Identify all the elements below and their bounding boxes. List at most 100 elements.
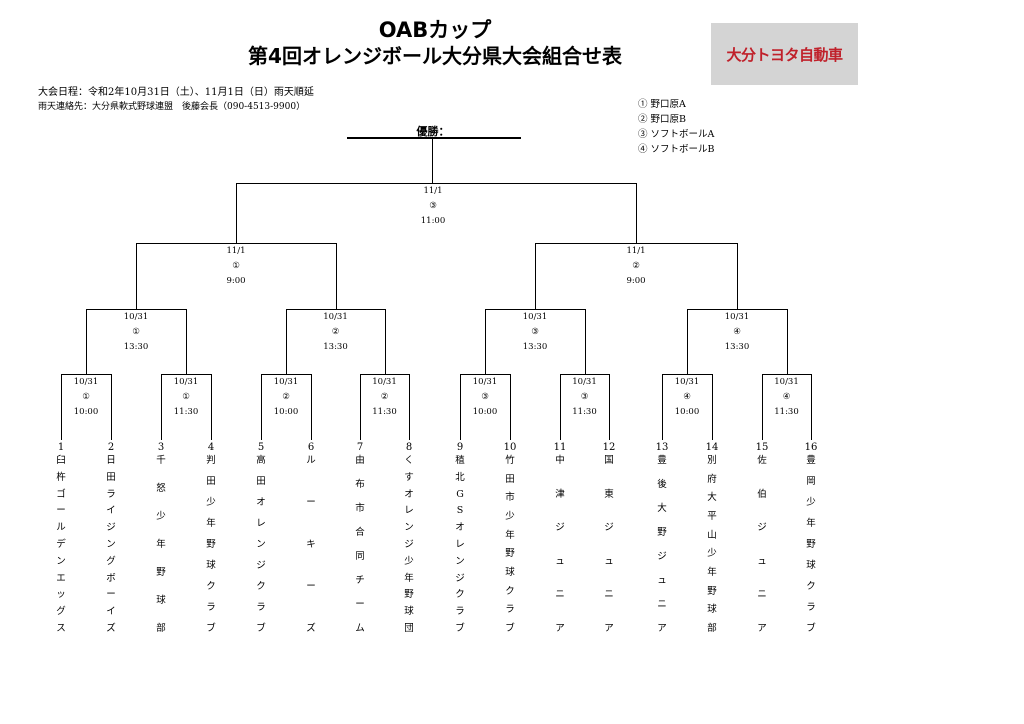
team-name: 竹田市少年野球クラブ: [505, 455, 515, 634]
tournament-subtitle: OABカップ: [378, 18, 492, 42]
bracket-bar: [161, 374, 212, 375]
team-number: 11: [553, 442, 567, 453]
bracket-bar: [485, 309, 586, 310]
match-time: 10:00: [273, 407, 299, 417]
match-date: 10/31: [73, 377, 99, 387]
bracket-leg: [311, 374, 312, 440]
bracket-leg: [737, 243, 738, 309]
team-name: 千怒少年野球部: [156, 455, 166, 634]
match-info: 10/31 ① 13:30: [106, 310, 166, 355]
match-venue: ①: [132, 327, 140, 337]
bracket-leg: [409, 374, 410, 440]
match-venue: ③: [580, 392, 589, 402]
match-date: 10/31: [472, 377, 498, 387]
match-time: 11:30: [774, 407, 799, 417]
team-number: 5: [257, 442, 265, 453]
bracket-bar: [136, 243, 337, 244]
bracket-bar: [286, 309, 386, 310]
match-date: 10/31: [774, 377, 799, 387]
team-name: 由布市合同チーム: [355, 455, 365, 634]
bracket-leg: [161, 374, 162, 440]
venue-legend-4: ④ ソフトボールB: [638, 144, 715, 155]
match-venue: ②: [331, 327, 340, 337]
bracket-bar: [460, 374, 511, 375]
team-name: 国東ジュニア: [604, 455, 614, 634]
match-date: 10/31: [173, 377, 199, 387]
match-date: 11/1: [423, 186, 443, 196]
match-time: 10:00: [472, 407, 498, 417]
team-number: 7: [356, 442, 364, 453]
bracket-bar: [687, 309, 788, 310]
match-time: 13:30: [123, 342, 149, 352]
sponsor-logo: 大分トヨタ自動車: [711, 23, 858, 85]
team-number: 13: [655, 442, 669, 453]
page-title: 第4回オレンジボール大分県大会組合せ表: [248, 44, 622, 68]
champion-label: 優勝：: [416, 125, 450, 138]
match-time: 9:00: [626, 276, 646, 286]
match-date: 10/31: [572, 377, 597, 387]
schedule-info: 大会日程：令和2年10月31日（土）、11月1日（日）雨天順延: [38, 87, 314, 98]
team-name: 佐伯ジュニア: [757, 455, 767, 634]
venue-legend-1: ① 野口原A: [638, 99, 686, 110]
match-venue: ①: [82, 392, 90, 402]
match-venue: ②: [632, 261, 640, 271]
team-name: 豊岡少年野球クラブ: [806, 455, 816, 634]
team-number: 3: [157, 442, 165, 453]
team-name: 判田少年野球クラブ: [206, 455, 216, 634]
bracket-bar: [762, 374, 812, 375]
bracket-leg: [186, 309, 187, 374]
bracket-leg: [636, 183, 637, 243]
match-time: 11:30: [173, 407, 199, 417]
match-venue: ②: [380, 392, 389, 402]
team-name: 中津ジュニア: [555, 455, 565, 634]
bracket-leg: [385, 309, 386, 374]
venue-legend-2: ② 野口原B: [638, 114, 687, 125]
bracket-leg: [560, 374, 561, 440]
bracket-bar: [261, 374, 312, 375]
bracket-leg: [136, 243, 137, 309]
match-info: 10/31 ① 11:30: [156, 375, 216, 420]
team-number: 2: [107, 442, 115, 453]
match-date: 10/31: [724, 312, 750, 322]
team-number: 10: [503, 442, 517, 453]
bracket-bar: [61, 374, 112, 375]
bracket-bar: [236, 183, 637, 184]
champion-line: [347, 137, 521, 139]
bracket-leg: [585, 309, 586, 374]
match-date: 10/31: [123, 312, 149, 322]
bracket-leg: [336, 243, 337, 309]
bracket-leg: [712, 374, 713, 440]
bracket-leg: [687, 309, 688, 374]
match-date: 10/31: [522, 312, 548, 322]
bracket-bar: [662, 374, 713, 375]
match-venue: ③: [481, 392, 489, 402]
bracket-leg: [811, 374, 812, 440]
bracket-leg: [261, 374, 262, 440]
bracket-bar: [86, 309, 187, 310]
team-number: 9: [456, 442, 464, 453]
match-date: 10/31: [273, 377, 299, 387]
bracket-leg: [286, 309, 287, 374]
team-number: 4: [207, 442, 215, 453]
bracket-leg: [460, 374, 461, 440]
bracket-leg: [787, 309, 788, 374]
match-venue: ①: [182, 392, 190, 402]
match-venue: ③: [429, 201, 437, 211]
bracket-leg: [662, 374, 663, 440]
bracket-leg: [510, 374, 511, 440]
match-venue: ①: [232, 261, 240, 271]
bracket-bar: [535, 243, 738, 244]
match-date: 11/1: [626, 246, 646, 256]
rain-contact-info: 雨天連絡先：大分県軟式野球連盟 後藤会長（090-4513-9900）: [38, 102, 306, 112]
team-number: 12: [602, 442, 616, 453]
bracket-leg: [535, 243, 536, 309]
match-time: 13:30: [323, 342, 348, 352]
venue-legend-3: ③ ソフトボールA: [638, 129, 715, 140]
match-date: 10/31: [674, 377, 700, 387]
